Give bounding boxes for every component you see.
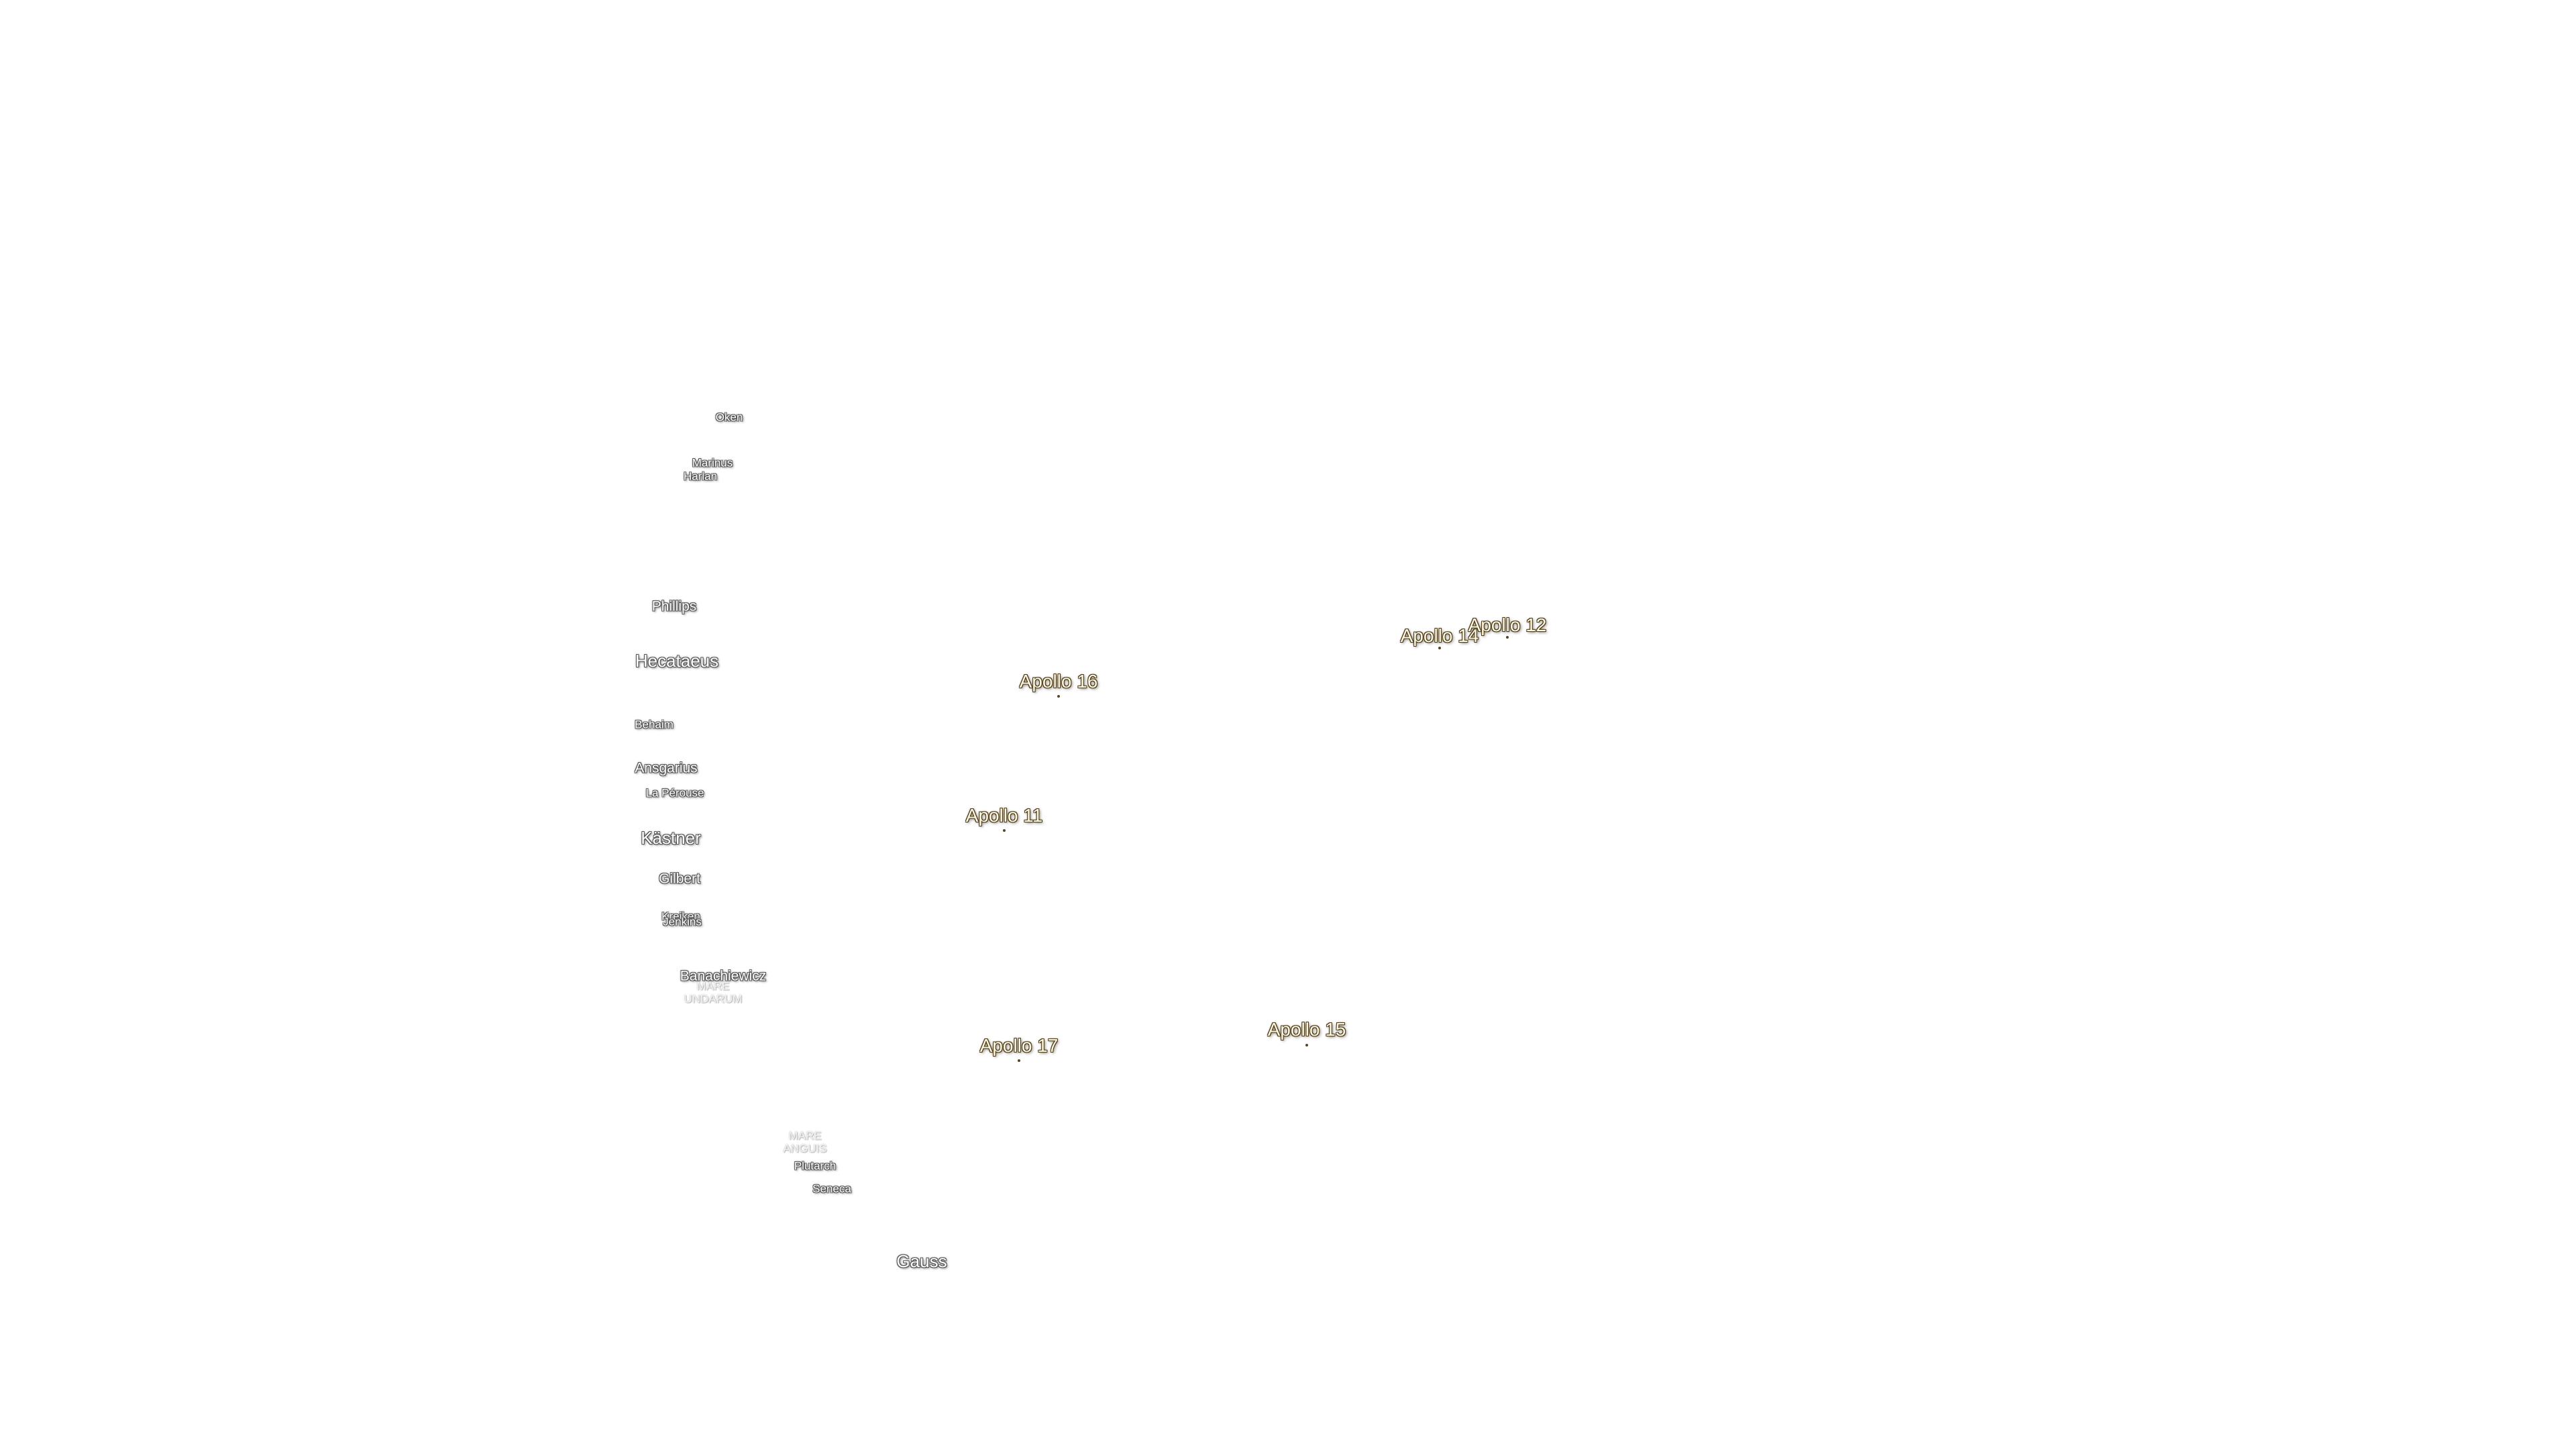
landing-site-marker-apollo-16[interactable] xyxy=(1057,695,1060,698)
landing-site-label-apollo-11[interactable]: Apollo 11 xyxy=(965,805,1043,826)
crater-label-kreiken[interactable]: Kreiken xyxy=(661,910,700,923)
mare-label-undarum-line2: UNDARUM xyxy=(684,992,743,1005)
mare-label-anguis-line2: ANGUIS xyxy=(783,1142,827,1155)
landing-site-marker-apollo-12[interactable] xyxy=(1506,636,1509,639)
crater-label-banachiewicz[interactable]: Banachiewicz xyxy=(680,968,767,984)
landing-site-label-apollo-15[interactable]: Apollo 15 xyxy=(1267,1019,1346,1040)
crater-label-jenkins[interactable]: Jenkins xyxy=(663,915,702,928)
mare-label-undarum[interactable]: MARE UNDARUM xyxy=(684,980,743,1005)
landing-site-marker-apollo-17[interactable] xyxy=(1018,1059,1020,1062)
crater-label-ansgarius[interactable]: Ansgarius xyxy=(635,760,698,776)
crater-label-behaim[interactable]: Behaim xyxy=(635,718,674,731)
landing-site-label-apollo-17[interactable]: Apollo 17 xyxy=(979,1035,1059,1056)
mare-label-undarum-line1: MARE xyxy=(696,979,730,993)
landing-site-marker-apollo-11[interactable] xyxy=(1003,829,1006,832)
crater-label-gauss[interactable]: Gauss xyxy=(896,1251,947,1271)
landing-site-label-apollo-14[interactable]: Apollo 14 xyxy=(1400,625,1479,646)
crater-label-seneca[interactable]: Seneca xyxy=(812,1182,851,1195)
landing-site-marker-apollo-15[interactable] xyxy=(1305,1044,1308,1046)
crater-label-kastner[interactable]: Kästner xyxy=(641,828,701,848)
crater-label-plutarch[interactable]: Plutarch xyxy=(794,1159,837,1173)
landing-site-label-apollo-16[interactable]: Apollo 16 xyxy=(1019,671,1098,692)
mare-label-anguis-line1: MARE xyxy=(788,1129,822,1142)
landing-site-marker-apollo-14[interactable] xyxy=(1438,647,1441,649)
mare-label-anguis[interactable]: MARE ANGUIS xyxy=(783,1130,826,1155)
crater-label-oken[interactable]: Oken xyxy=(715,411,743,424)
crater-label-gilbert[interactable]: Gilbert xyxy=(659,871,700,887)
landing-site-label-apollo-12[interactable]: Apollo 12 xyxy=(1468,614,1547,635)
crater-label-phillips[interactable]: Phillips xyxy=(651,598,697,614)
crater-label-hecataeus[interactable]: Hecataeus xyxy=(635,651,719,671)
crater-label-la-perouse[interactable]: La Pérouse xyxy=(645,786,704,800)
crater-label-marinus[interactable]: Marinus xyxy=(692,456,733,470)
crater-label-harlan[interactable]: Harlan xyxy=(683,470,718,483)
